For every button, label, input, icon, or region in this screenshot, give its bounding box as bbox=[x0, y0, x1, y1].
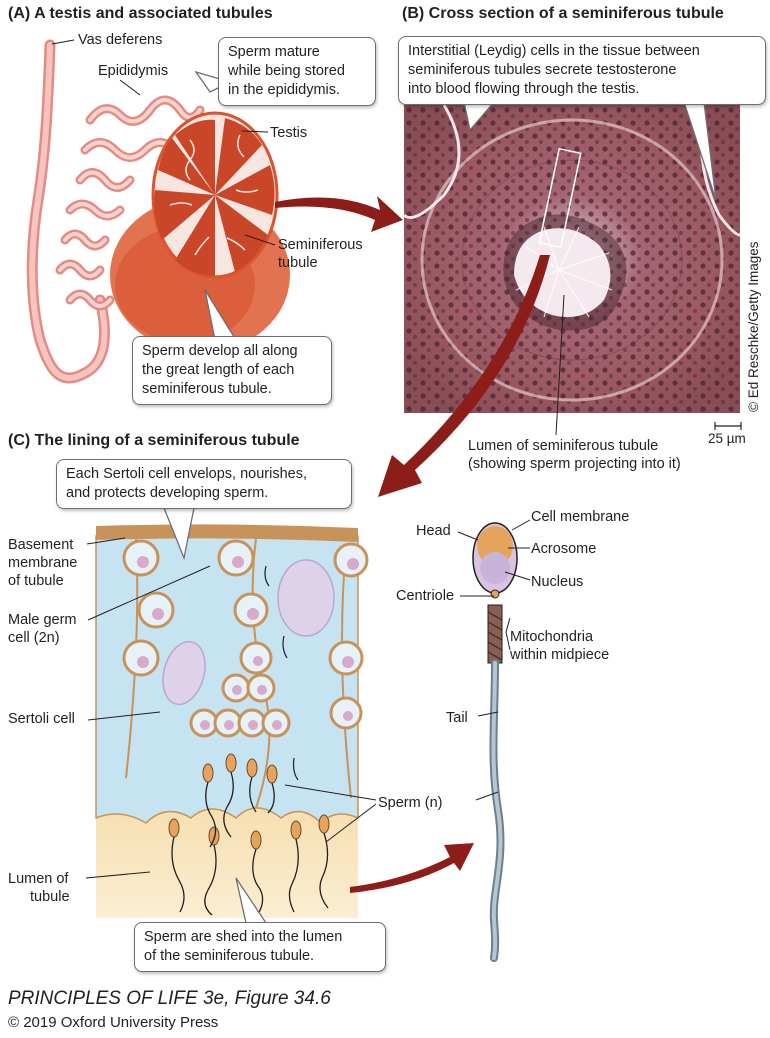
seminiferous-label-line1: Seminiferous bbox=[278, 237, 363, 253]
acrosome-label: Acrosome bbox=[531, 541, 597, 557]
arrow-b-to-c-icon bbox=[378, 255, 550, 497]
panel-c-title: (C) The lining of a seminiferous tubule bbox=[8, 432, 300, 449]
develop-callout-line2: the great length of each bbox=[142, 362, 295, 378]
scale-bar-label: 25 µm bbox=[708, 431, 746, 446]
sertoli-cell-label: Sertoli cell bbox=[8, 711, 75, 727]
male-germ-cell-label: Male germ cell (2n) bbox=[8, 611, 77, 647]
panel-b-title: (B) Cross section of a seminiferous tubu… bbox=[402, 5, 724, 22]
shed-callout: Sperm are shed into the lumen of the sem… bbox=[134, 922, 386, 972]
lumen-c-line1: Lumen of bbox=[8, 871, 69, 887]
mito-line1: Mitochondria bbox=[510, 629, 594, 645]
lumen-b-label: Lumen of seminiferous tubule (showing sp… bbox=[468, 437, 681, 473]
tubule-lining-illustration bbox=[95, 507, 369, 924]
tail-label: Tail bbox=[446, 710, 468, 726]
seminiferous-label-line2: tubule bbox=[278, 255, 318, 271]
lumen-b-line1: Lumen of seminiferous tubule bbox=[468, 438, 659, 454]
basement-membrane-label: Basement membrane of tubule bbox=[8, 536, 77, 590]
testis-illustration bbox=[26, 39, 290, 384]
micrograph-image bbox=[402, 104, 741, 436]
leydig-callout-line2: seminiferous tubules secrete testosteron… bbox=[408, 62, 677, 78]
epididymis-callout-line2: while being stored bbox=[228, 63, 345, 79]
lumen-b-line2: (showing sperm projecting into it) bbox=[468, 456, 681, 472]
photo-credit: © Ed Reschke/Getty Images bbox=[746, 241, 761, 412]
leydig-callout-line3: into blood flowing through the testis. bbox=[408, 81, 640, 97]
nucleus-label: Nucleus bbox=[531, 574, 584, 590]
develop-callout: Sperm develop all along the great length… bbox=[132, 336, 332, 405]
epididymis-label: Epididymis bbox=[98, 63, 169, 79]
figure-caption: PRINCIPLES OF LIFE 3e, Figure 34.6 bbox=[8, 988, 331, 1009]
sperm-anatomy-leaders bbox=[457, 519, 531, 801]
epididymis-callout: Sperm mature while being stored in the e… bbox=[218, 37, 376, 106]
cell-membrane-label: Cell membrane bbox=[531, 509, 630, 525]
sertoli-callout: Each Sertoli cell envelops, nourishes, a… bbox=[56, 459, 352, 509]
head-label: Head bbox=[416, 523, 451, 539]
epididymis-callout-line3: in the epididymis. bbox=[228, 82, 341, 98]
testis-label: Testis bbox=[270, 125, 308, 141]
arrow-a-to-b-icon bbox=[275, 196, 403, 232]
copyright: © 2019 Oxford University Press bbox=[8, 1014, 219, 1031]
basement-line2: membrane bbox=[8, 555, 78, 571]
basement-line3: of tubule bbox=[8, 573, 64, 589]
basement-line1: Basement bbox=[8, 537, 74, 553]
scale-bar-icon bbox=[714, 422, 742, 430]
develop-callout-line3: seminiferous tubule. bbox=[142, 381, 272, 397]
centriole-label: Centriole bbox=[396, 588, 455, 604]
seminiferous-tubule-label: Seminiferous tubule bbox=[278, 236, 363, 272]
lumen-c-line2: tubule bbox=[30, 889, 70, 905]
sperm-anatomy-illustration bbox=[472, 522, 518, 962]
germ-line1: Male germ bbox=[8, 612, 77, 628]
mito-line2: within midpiece bbox=[510, 647, 610, 663]
epididymis-callout-line1: Sperm mature bbox=[228, 44, 320, 60]
sertoli-callout-line2: and protects developing sperm. bbox=[66, 485, 269, 501]
leydig-callout-line1: Interstitial (Leydig) cells in the tissu… bbox=[408, 43, 700, 59]
mitochondria-label: Mitochondria within midpiece bbox=[510, 628, 609, 664]
germ-line2: cell (2n) bbox=[8, 630, 60, 646]
leydig-callout-tails-icon bbox=[463, 101, 717, 201]
sertoli-callout-line1: Each Sertoli cell envelops, nourishes, bbox=[66, 466, 307, 482]
shed-callout-line1: Sperm are shed into the lumen bbox=[144, 929, 343, 945]
leydig-callout: Interstitial (Leydig) cells in the tissu… bbox=[398, 36, 766, 105]
vas-deferens-label: Vas deferens bbox=[78, 32, 163, 48]
panel-a-title: (A) A testis and associated tubules bbox=[8, 5, 273, 22]
panel-c-leaders bbox=[85, 537, 377, 879]
shed-callout-line2: of the seminiferous tubule. bbox=[144, 948, 315, 964]
arrow-c-to-sperm-icon bbox=[350, 843, 474, 893]
lumen-c-label: Lumen of tubule bbox=[8, 870, 70, 906]
develop-callout-line1: Sperm develop all along bbox=[142, 343, 298, 359]
sperm-n-label: Sperm (n) bbox=[378, 795, 443, 811]
